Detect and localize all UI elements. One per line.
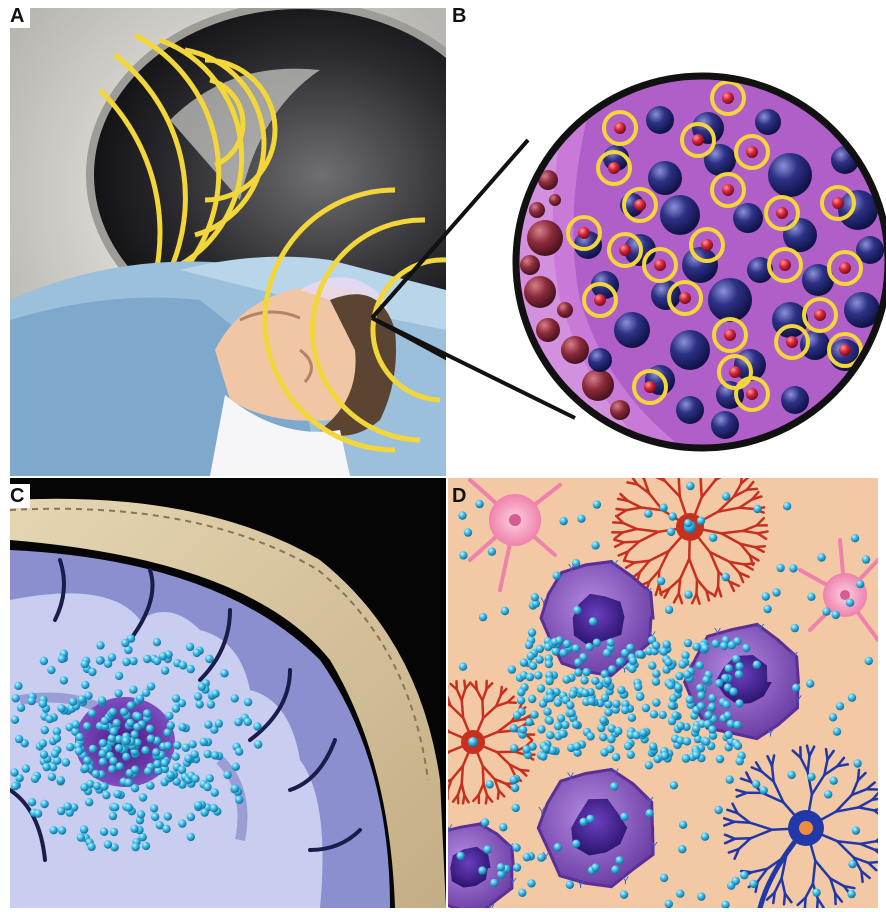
svg-text:Y: Y bbox=[767, 727, 775, 739]
svg-text:Y: Y bbox=[538, 806, 546, 818]
panel-label-b: B bbox=[446, 4, 472, 28]
svg-text:Y: Y bbox=[612, 767, 620, 779]
svg-text:Y: Y bbox=[651, 840, 659, 852]
svg-text:Y: Y bbox=[795, 694, 803, 706]
svg-text:Y: Y bbox=[445, 823, 453, 835]
panel-label-d: D bbox=[446, 484, 472, 508]
svg-text:Y: Y bbox=[611, 559, 619, 571]
svg-text:Y: Y bbox=[645, 587, 653, 599]
panel-b-magnified-tissue bbox=[510, 70, 886, 460]
svg-text:Y: Y bbox=[509, 876, 517, 888]
svg-text:Y: Y bbox=[757, 623, 765, 635]
svg-text:Y: Y bbox=[646, 796, 654, 808]
svg-text:Y: Y bbox=[453, 906, 461, 912]
panel-c-brain-section bbox=[10, 478, 446, 908]
svg-text:Y: Y bbox=[487, 903, 495, 912]
svg-text:Y: Y bbox=[622, 875, 630, 887]
panel-d-cellular-view: YYYYYYYYYYYYYYYYYYYYYYYYYYYYYYYY bbox=[412, 451, 886, 912]
svg-text:Y: Y bbox=[540, 596, 548, 608]
svg-text:Y: Y bbox=[577, 879, 585, 891]
svg-text:Y: Y bbox=[567, 771, 575, 783]
panel-a-mri-scanner bbox=[10, 5, 560, 476]
svg-text:Y: Y bbox=[714, 627, 722, 639]
panel-label-a: A bbox=[4, 4, 30, 28]
svg-text:Y: Y bbox=[791, 651, 799, 663]
panel-label-c: C bbox=[4, 484, 30, 508]
